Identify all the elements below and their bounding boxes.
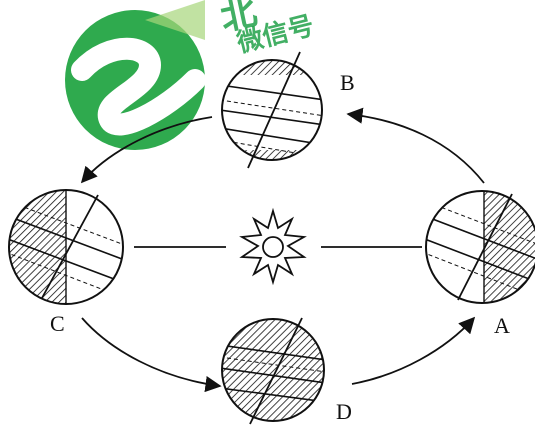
label-c: C <box>50 311 65 337</box>
earth-d <box>220 318 326 424</box>
orbit-arrow-c-to-d <box>82 318 220 386</box>
earth-a <box>422 188 535 306</box>
green-swoosh-logo-icon <box>65 0 205 150</box>
sun-icon <box>242 211 304 282</box>
label-a: A <box>494 313 510 339</box>
label-b: B <box>340 70 355 96</box>
label-d: D <box>336 399 352 425</box>
orbit-arrow-d-to-a <box>352 318 474 384</box>
orbit-arrow-a-to-b <box>348 114 484 183</box>
earth-b <box>220 52 330 170</box>
earth-c <box>5 188 130 306</box>
